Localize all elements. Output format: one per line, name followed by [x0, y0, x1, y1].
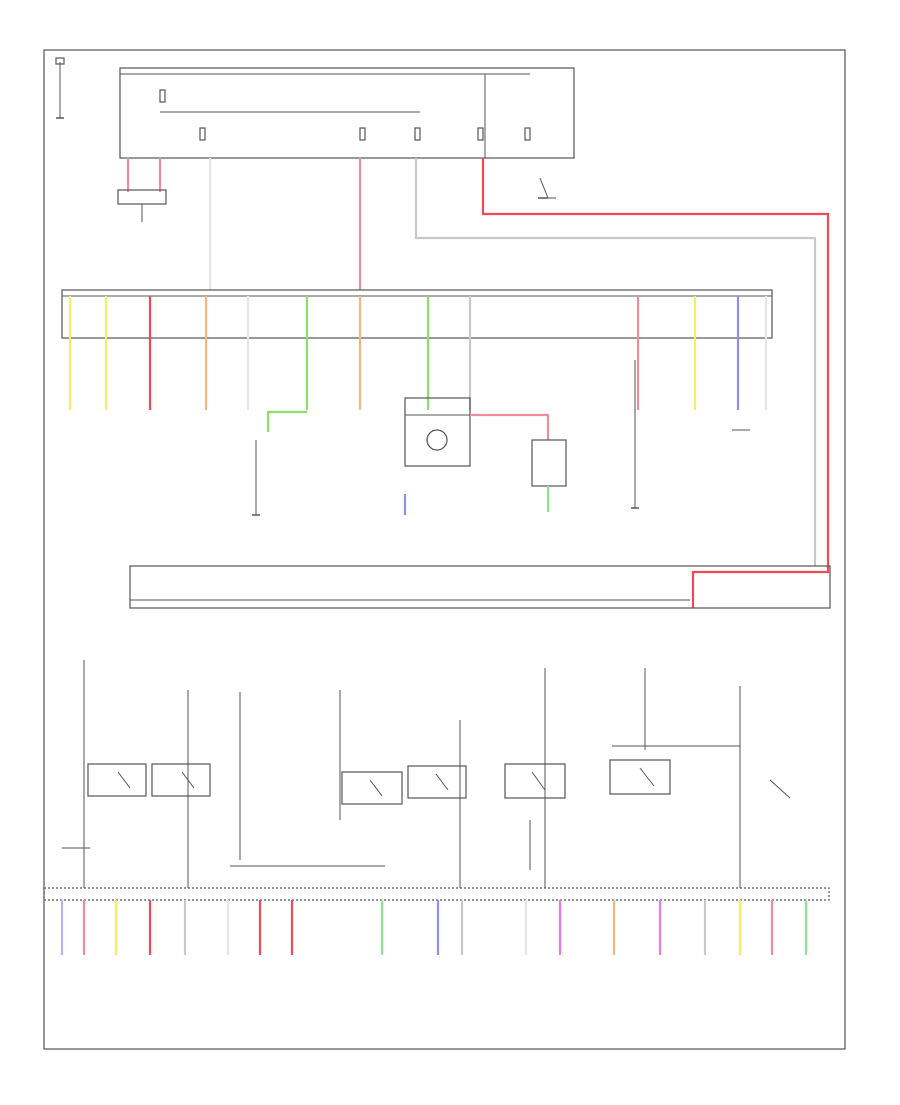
- bottom-relays: [87, 759, 791, 805]
- connector-left-pair: [117, 189, 167, 222]
- sensor-right-mid: [531, 439, 567, 512]
- switch-left-mid: [252, 410, 307, 516]
- bottom-bus: [43, 887, 830, 901]
- relay-center: [403, 397, 550, 515]
- top-wires: [126, 158, 830, 608]
- top-fuses: [159, 89, 531, 141]
- bottom-drops: [60, 900, 808, 955]
- middle-fuse-block: [61, 289, 773, 339]
- mid-drops: [68, 296, 768, 410]
- diagram-frame: [43, 49, 846, 1050]
- ipdm-fuse-block: [119, 67, 575, 159]
- wire: [414, 158, 817, 566]
- connector-top-right: [538, 177, 556, 199]
- battery: [55, 57, 65, 119]
- lower-vertical-feeds: [62, 660, 741, 888]
- wire: [481, 158, 830, 608]
- lower-junction-box: [129, 565, 831, 609]
- ground-right-mid: [631, 360, 750, 509]
